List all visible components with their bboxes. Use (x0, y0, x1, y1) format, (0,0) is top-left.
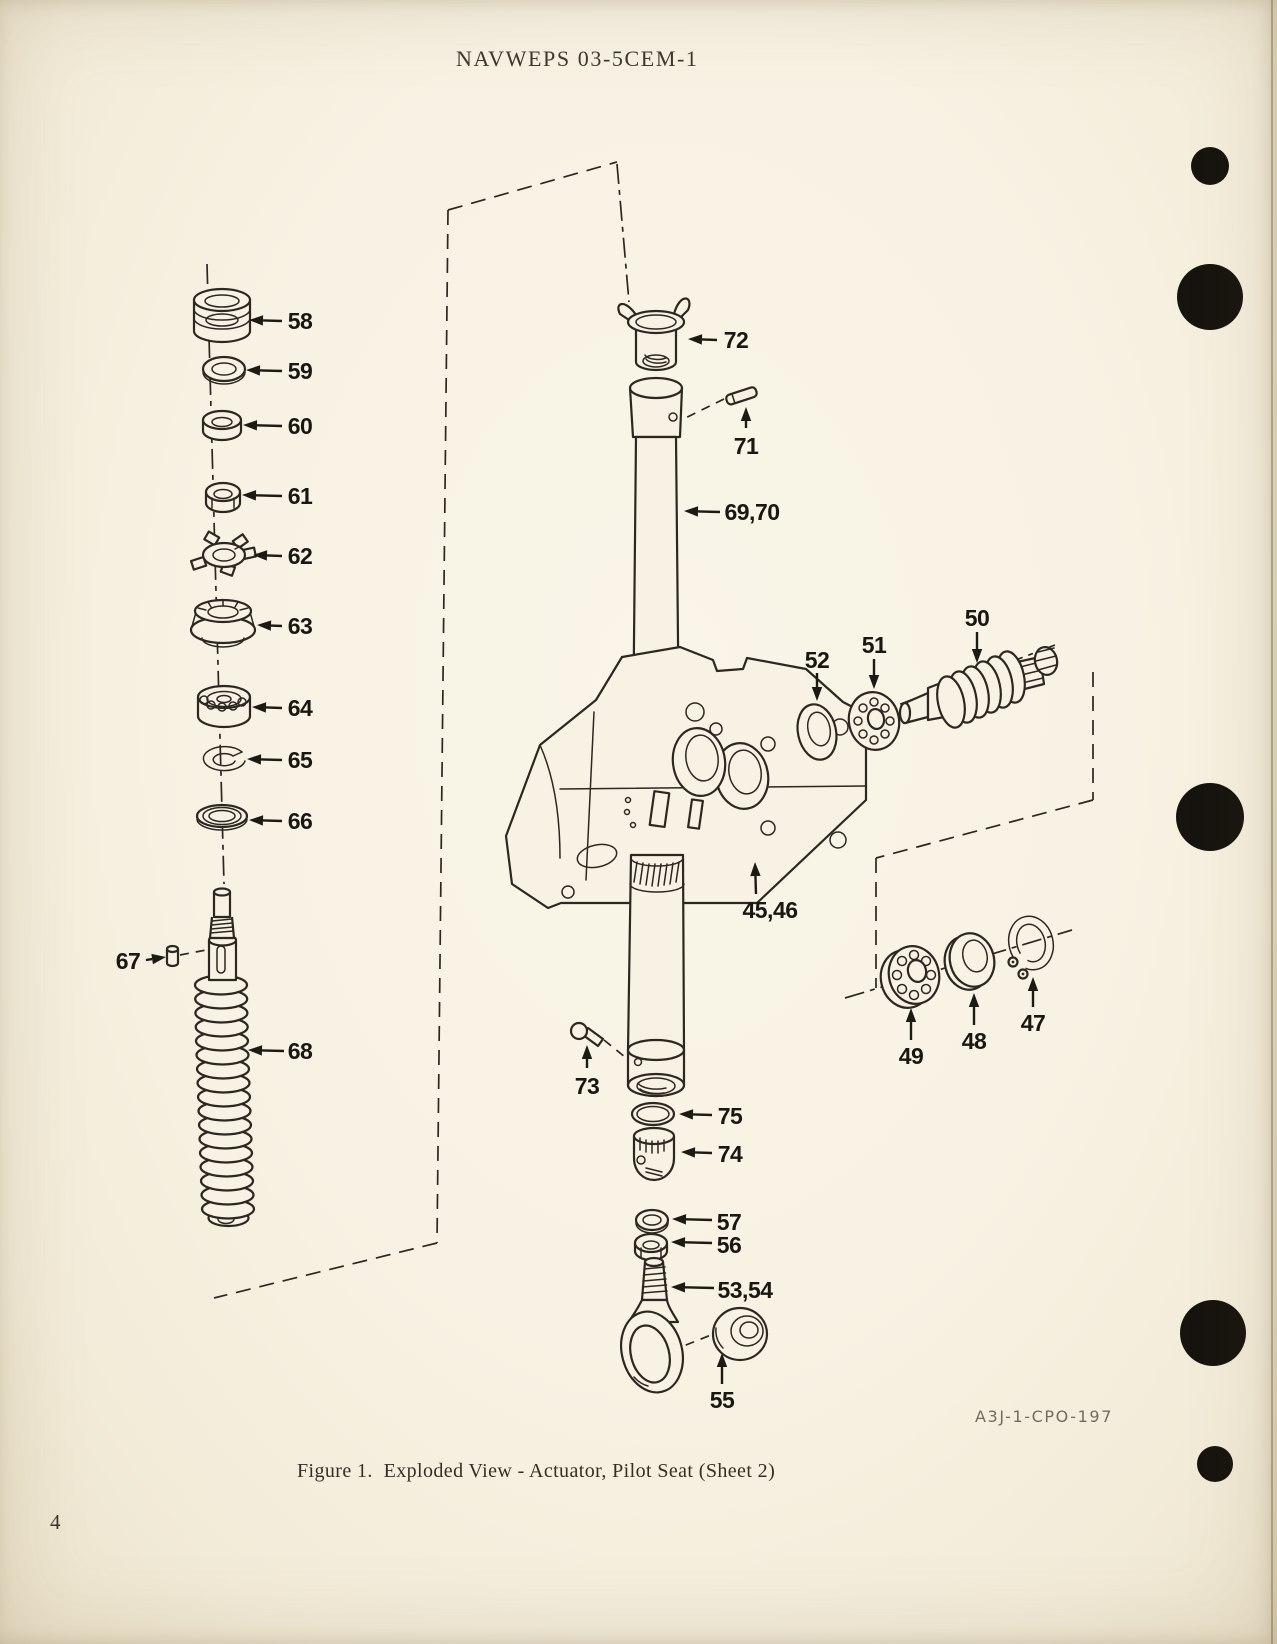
part-57-washer (634, 1208, 670, 1234)
callout-pin-71: 71 (734, 407, 759, 459)
callout-washer-66: 66 (249, 808, 313, 834)
svg-text:55: 55 (710, 1387, 735, 1413)
svg-text:52: 52 (805, 647, 830, 673)
page-number: 4 (50, 1510, 61, 1534)
part-51-ball-bearing (847, 691, 901, 751)
figure-caption: Figure 1. Exploded View - Actuator, Pilo… (297, 1460, 776, 1482)
svg-text:61: 61 (288, 483, 313, 509)
svg-text:59: 59 (288, 358, 313, 384)
svg-text:72: 72 (724, 327, 749, 353)
callout-bushing-55: 55 (710, 1353, 735, 1413)
callout-ring-48: 48 (962, 993, 987, 1054)
part-73-set-screw (569, 1021, 605, 1048)
part-52-seal-ring (796, 703, 838, 761)
callout-bearing-cone-63: 63 (257, 613, 313, 639)
svg-text:49: 49 (899, 1043, 924, 1069)
svg-text:67: 67 (116, 948, 141, 974)
part-74-plug (632, 1126, 676, 1182)
callout-rod-end-bolt-53-54: 53,54 (671, 1277, 774, 1303)
callout-seal-ring-52: 52 (805, 647, 830, 701)
part-61-nut (204, 481, 242, 514)
callout-worm-shaft-50: 50 (965, 605, 990, 663)
svg-text:58: 58 (288, 308, 313, 334)
callout-housing-assembly-45-46: 45,46 (742, 862, 798, 923)
phantom-lines (213, 161, 1094, 1299)
svg-text:62: 62 (288, 543, 313, 569)
svg-text:50: 50 (965, 605, 990, 631)
svg-text:63: 63 (288, 613, 313, 639)
callout-cup-washer-60: 60 (243, 413, 313, 439)
svg-text:60: 60 (288, 413, 313, 439)
svg-text:56: 56 (717, 1232, 742, 1258)
scan-edge-line (1271, 0, 1273, 1644)
part-59-washer (201, 355, 247, 385)
callout-ball-bearing-51: 51 (862, 632, 887, 689)
reference-code: A3J-1-CPO-197 (975, 1407, 1113, 1426)
part-65-spring-washer (202, 745, 246, 772)
svg-text:53,54: 53,54 (717, 1277, 773, 1303)
part-56-nut (633, 1232, 669, 1262)
callout-washer-57: 57 (672, 1209, 742, 1235)
part-64-ball-bearing (196, 684, 252, 729)
svg-text:45,46: 45,46 (742, 897, 797, 923)
callout-labels: 58 59 60 61 62 63 64 65 66 67 68 72 71 69,70 52 51 50 45,… (116, 308, 1046, 1413)
callout-retaining-ring-47: 47 (1021, 977, 1046, 1036)
part-75-o-ring (630, 1101, 676, 1127)
part-66-washer (195, 803, 249, 831)
part-63-bearing-cone (189, 598, 257, 648)
callout-key-pin-67: 67 (116, 948, 166, 974)
callout-set-screw-73: 73 (575, 1045, 600, 1099)
callout-ball-bearing-49: 49 (899, 1008, 924, 1069)
callout-nut-61: 61 (242, 483, 313, 509)
svg-text:71: 71 (734, 433, 759, 459)
part-72-castellated-collar (617, 297, 691, 372)
part-69-70-tube-lower (626, 853, 686, 1098)
part-68-acme-screw (193, 887, 256, 1228)
svg-text:64: 64 (288, 695, 313, 721)
svg-text:47: 47 (1021, 1010, 1046, 1036)
part-48-ring (943, 932, 996, 991)
svg-text:57: 57 (717, 1209, 742, 1235)
svg-text:74: 74 (718, 1141, 743, 1167)
part-53-54-rod-end (620, 1256, 684, 1394)
part-58-threaded-cap (192, 287, 252, 344)
part-50-worm-shaft (898, 646, 1059, 729)
svg-text:73: 73 (575, 1073, 600, 1099)
part-49-ball-bearing (879, 945, 941, 1009)
callout-spring-washer-65: 65 (247, 747, 313, 773)
part-60-cup-washer (201, 409, 243, 442)
callout-ball-bearing-64: 64 (252, 695, 313, 721)
part-71-pin (725, 386, 758, 406)
punch-hole-marks (1176, 147, 1246, 1482)
part-62-tab-lock-washer (189, 530, 257, 577)
callout-o-ring-75: 75 (679, 1103, 743, 1129)
callout-washer-59: 59 (246, 358, 313, 384)
callout-tab-lock-washer-62: 62 (253, 543, 313, 569)
svg-text:51: 51 (862, 632, 887, 658)
svg-text:65: 65 (288, 747, 313, 773)
svg-text:48: 48 (962, 1028, 987, 1054)
part-67-key-pin (165, 944, 180, 968)
callout-plug-74: 74 (681, 1141, 743, 1167)
publication-number: NAVWEPS 03-5CEM-1 (456, 46, 699, 71)
svg-text:69,70: 69,70 (724, 499, 779, 525)
callout-tube-assembly-69-70: 69,70 (684, 499, 780, 525)
svg-text:66: 66 (288, 808, 313, 834)
part-47-retaining-ring (998, 915, 1055, 992)
part-55-bushing (711, 1306, 769, 1362)
svg-text:68: 68 (288, 1038, 313, 1064)
part-45-46-housing (504, 645, 868, 910)
callout-nut-56: 56 (671, 1232, 742, 1258)
svg-text:75: 75 (718, 1103, 743, 1129)
callout-threaded-cap-58: 58 (249, 308, 313, 334)
callout-castellated-collar-72: 72 (688, 327, 749, 353)
callout-acme-screw-68: 68 (248, 1038, 313, 1064)
